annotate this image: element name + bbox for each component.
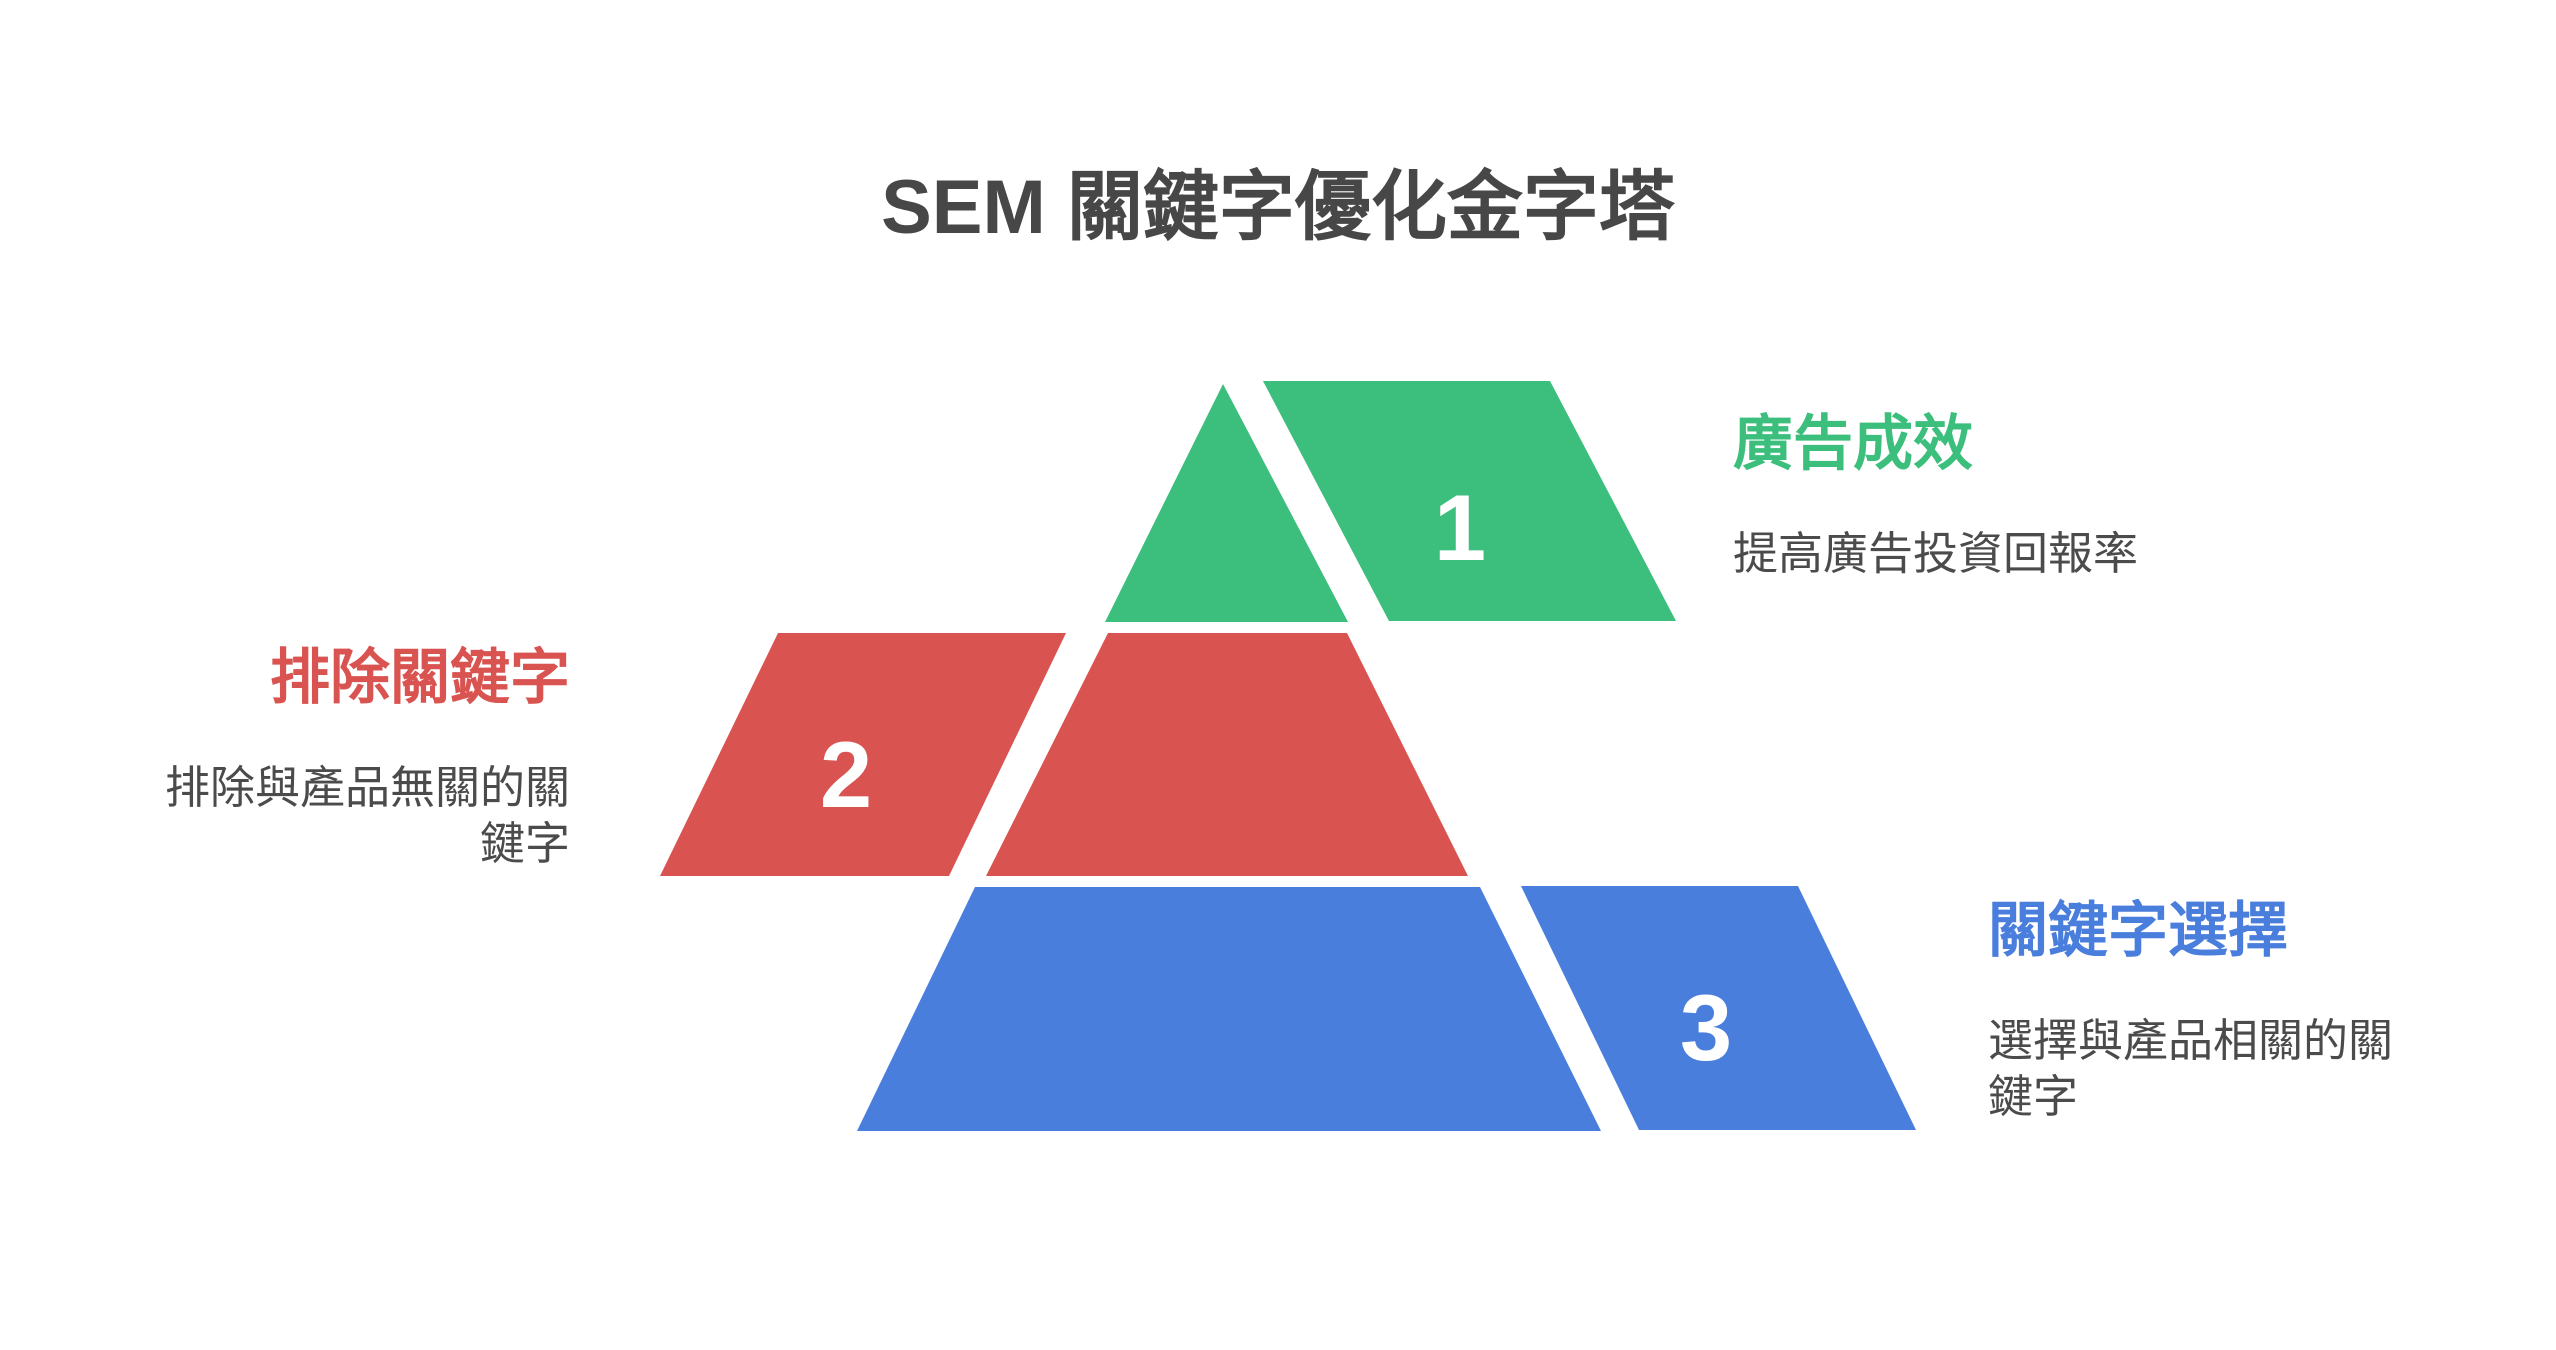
level3-trapezoid [857, 887, 1601, 1131]
level2-trapezoid [986, 633, 1468, 876]
level3-number: 3 [1680, 975, 1732, 1080]
level1-apex-triangle [1105, 384, 1348, 622]
level3-callout: 關鍵字選擇 選擇與產品相關的關鍵字 [1988, 901, 2408, 1125]
level3-label: 關鍵字選擇 [1988, 897, 2288, 964]
level2-offset-block [660, 633, 1066, 876]
level3-description: 選擇與產品相關的關鍵字 [1988, 1015, 2394, 1122]
page-title: SEM 關鍵字優化金字塔 [881, 165, 1675, 250]
level1-description: 提高廣告投資回報率 [1733, 528, 2139, 579]
level2-description: 排除與產品無關的關鍵字 [164, 762, 570, 869]
level1-offset-block [1263, 381, 1676, 621]
level1-label: 廣告成效 [1733, 410, 1973, 477]
level1-number: 1 [1434, 475, 1486, 580]
level3-offset-block [1521, 886, 1916, 1130]
level2-label: 排除關鍵字 [270, 644, 570, 711]
level1-callout: 廣告成效 提高廣告投資回報率 [1733, 414, 2293, 582]
level2-number: 2 [820, 722, 872, 827]
level2-callout: 排除關鍵字 排除與產品無關的關鍵字 [150, 648, 570, 872]
